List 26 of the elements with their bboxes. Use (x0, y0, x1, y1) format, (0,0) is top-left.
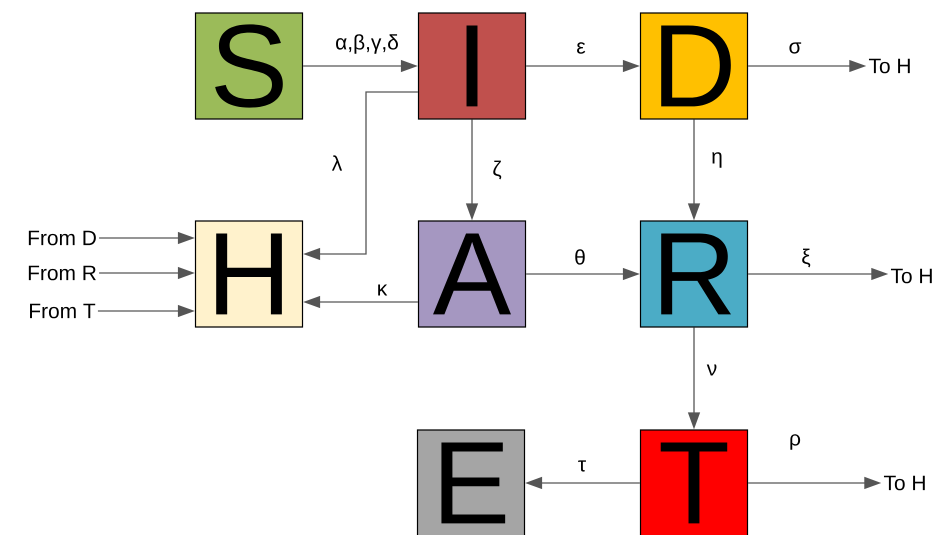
letter-box: E (416, 429, 526, 535)
edge-label: ρ (788, 433, 802, 451)
letter-box: I (418, 12, 526, 120)
letter-box: D (640, 12, 748, 120)
flow-label: From T (30, 304, 96, 318)
edge-label: σ (788, 41, 802, 55)
edge-label: ν (706, 363, 718, 377)
flow-label: To H (868, 58, 910, 74)
edge-label: ε (575, 41, 587, 55)
edge-label: τ (576, 459, 588, 473)
edge-label: κ (376, 283, 388, 297)
flow-label: From R (28, 266, 96, 280)
edge-label: θ (573, 248, 587, 266)
flow-label: From D (28, 230, 96, 246)
edge-label: ξ (800, 248, 812, 268)
edge-label: ζ (491, 160, 503, 180)
letter-box: S (194, 12, 304, 120)
edge-label: α,β,γ,δ (334, 33, 400, 55)
edge-label: λ (330, 154, 344, 172)
flow-label: To H (890, 268, 932, 284)
letter-box: R (640, 220, 748, 328)
letter-box: A (418, 220, 526, 328)
edge-label: η (710, 151, 724, 169)
letter-box: T (640, 429, 748, 535)
flow-label: To H (884, 476, 925, 490)
letter-box: H (194, 220, 304, 328)
